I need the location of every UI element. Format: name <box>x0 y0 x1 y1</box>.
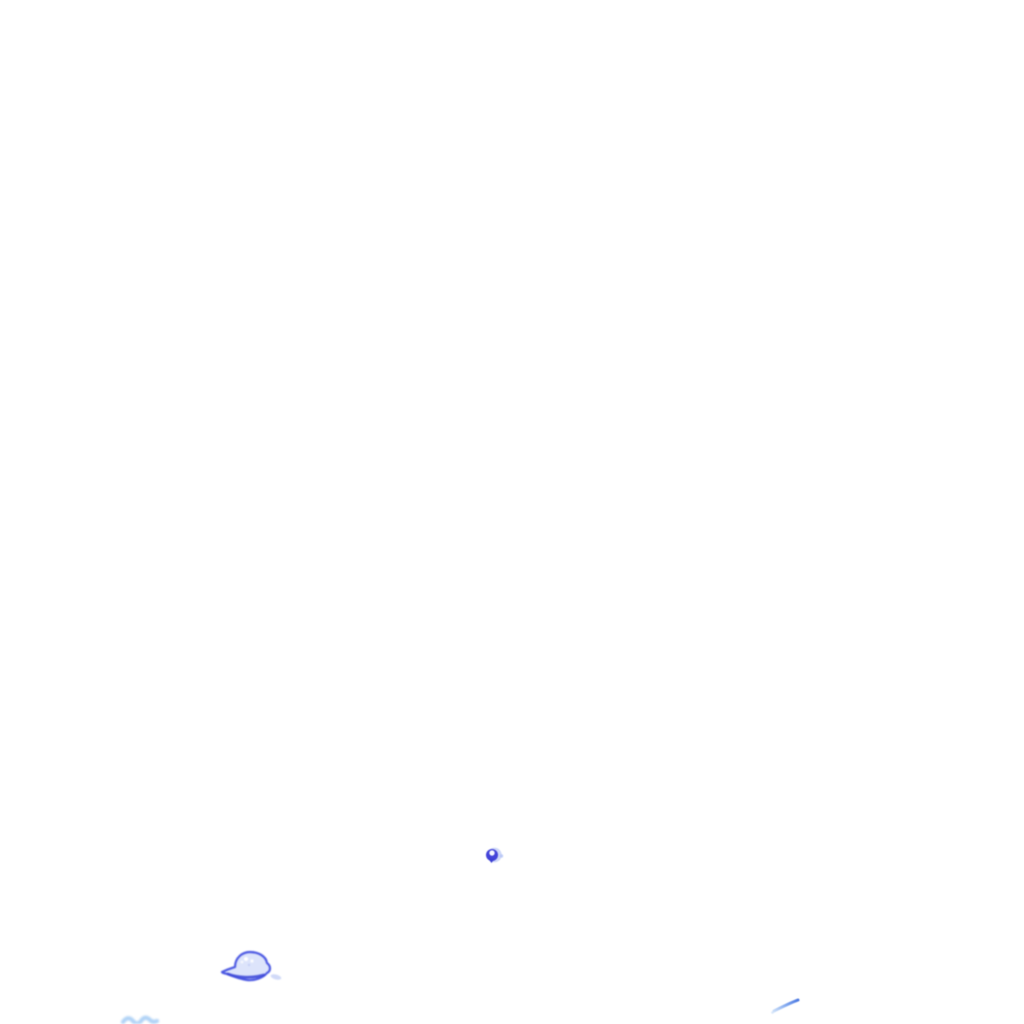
blob-core <box>486 849 498 861</box>
blob-halo <box>487 847 502 863</box>
flick-tail-dot <box>771 1011 774 1014</box>
blob-highlight <box>489 850 495 856</box>
cloud-speck-1 <box>244 957 248 961</box>
blue-blob-mark <box>486 847 504 863</box>
cloud-speck-3 <box>240 960 244 964</box>
flick-stroke-mark <box>771 998 800 1014</box>
cloud-speck-2 <box>250 959 254 963</box>
cloud-fill <box>222 952 270 981</box>
cloud-speck-4 <box>247 963 251 967</box>
blob-side-dot <box>499 854 504 858</box>
cloud-scribble-mark <box>220 950 282 982</box>
cloud-shadow-band <box>226 972 266 979</box>
edge-wave-mark <box>120 1015 160 1024</box>
cloud-outline <box>220 950 272 982</box>
wave-stroke <box>120 1015 160 1024</box>
blob-tip <box>488 858 495 863</box>
cloud-right-tail <box>270 974 282 980</box>
flick-stroke <box>772 998 800 1013</box>
